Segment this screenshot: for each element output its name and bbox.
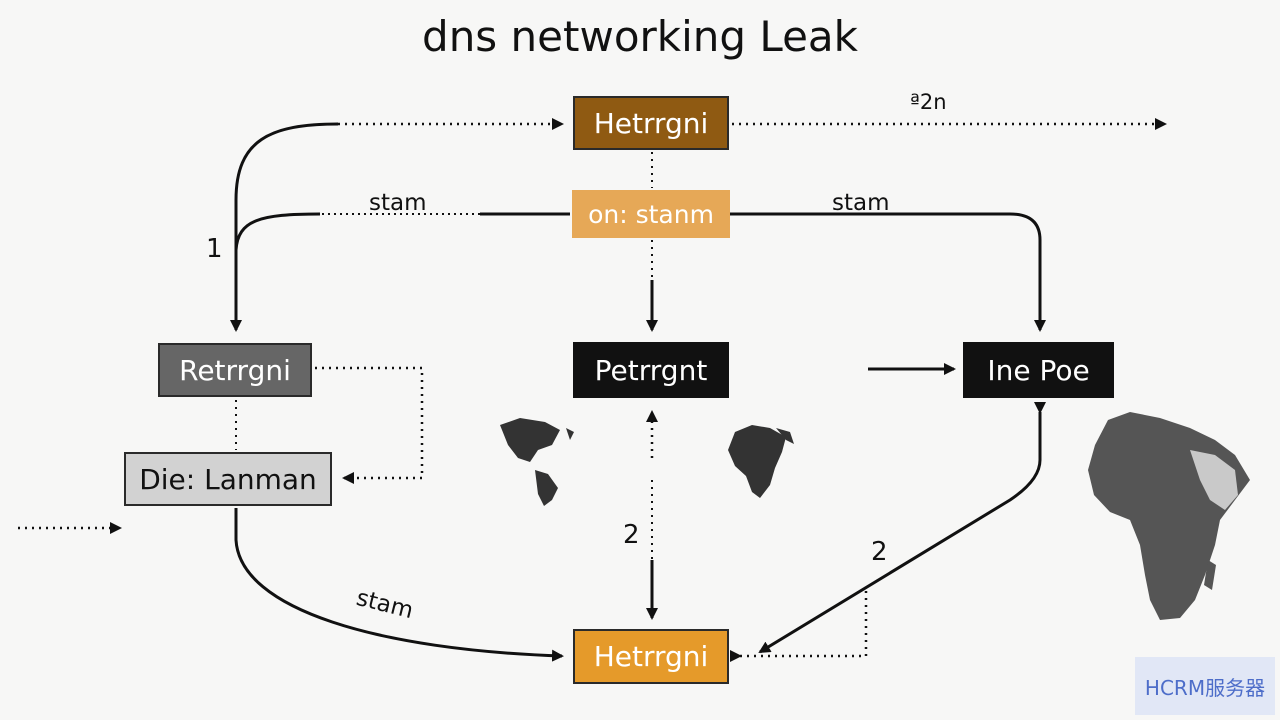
- node-die-lanman[interactable]: Die: Lanman: [124, 452, 332, 506]
- edge-die-to-bottom: [234, 508, 564, 662]
- edge-label-two-center: 2: [623, 520, 640, 550]
- edge-stam-right: [730, 212, 1046, 332]
- edge-label-stam-right: stam: [832, 190, 890, 216]
- node-on-stanm[interactable]: on: stanm: [572, 190, 730, 238]
- edge-stam-left-curve: [234, 212, 321, 251]
- node-ine-poe[interactable]: Ine Poe: [963, 342, 1114, 398]
- node-petrrgnt[interactable]: Petrrgnt: [573, 342, 729, 398]
- node-hetrrgni-top[interactable]: Hetrrgni: [573, 96, 729, 150]
- africa-map-icon: [728, 425, 794, 498]
- watermark: HCRM服务器: [1135, 657, 1275, 715]
- node-retrrgni[interactable]: Retrrgni: [158, 343, 312, 397]
- edge-left-dotted-loop: [315, 366, 424, 484]
- edge-label-stam-left: stam: [369, 190, 427, 216]
- edge-label-two-right: 2: [871, 537, 888, 567]
- edge-left-to-top: [230, 122, 339, 332]
- edge-label-one: 1: [206, 234, 223, 264]
- africa-large-map-icon: [1088, 412, 1250, 620]
- node-hetrrgni-bottom[interactable]: Hetrrgni: [573, 629, 729, 684]
- world-map-icon: [500, 418, 574, 506]
- diagram-title: dns networking Leak: [422, 12, 858, 61]
- edge-ine-poe-bottom-bidirectional: [758, 402, 1046, 654]
- edge-label-top-right: ª2n: [910, 90, 947, 114]
- edge-bottom-right-dotted: [730, 590, 868, 662]
